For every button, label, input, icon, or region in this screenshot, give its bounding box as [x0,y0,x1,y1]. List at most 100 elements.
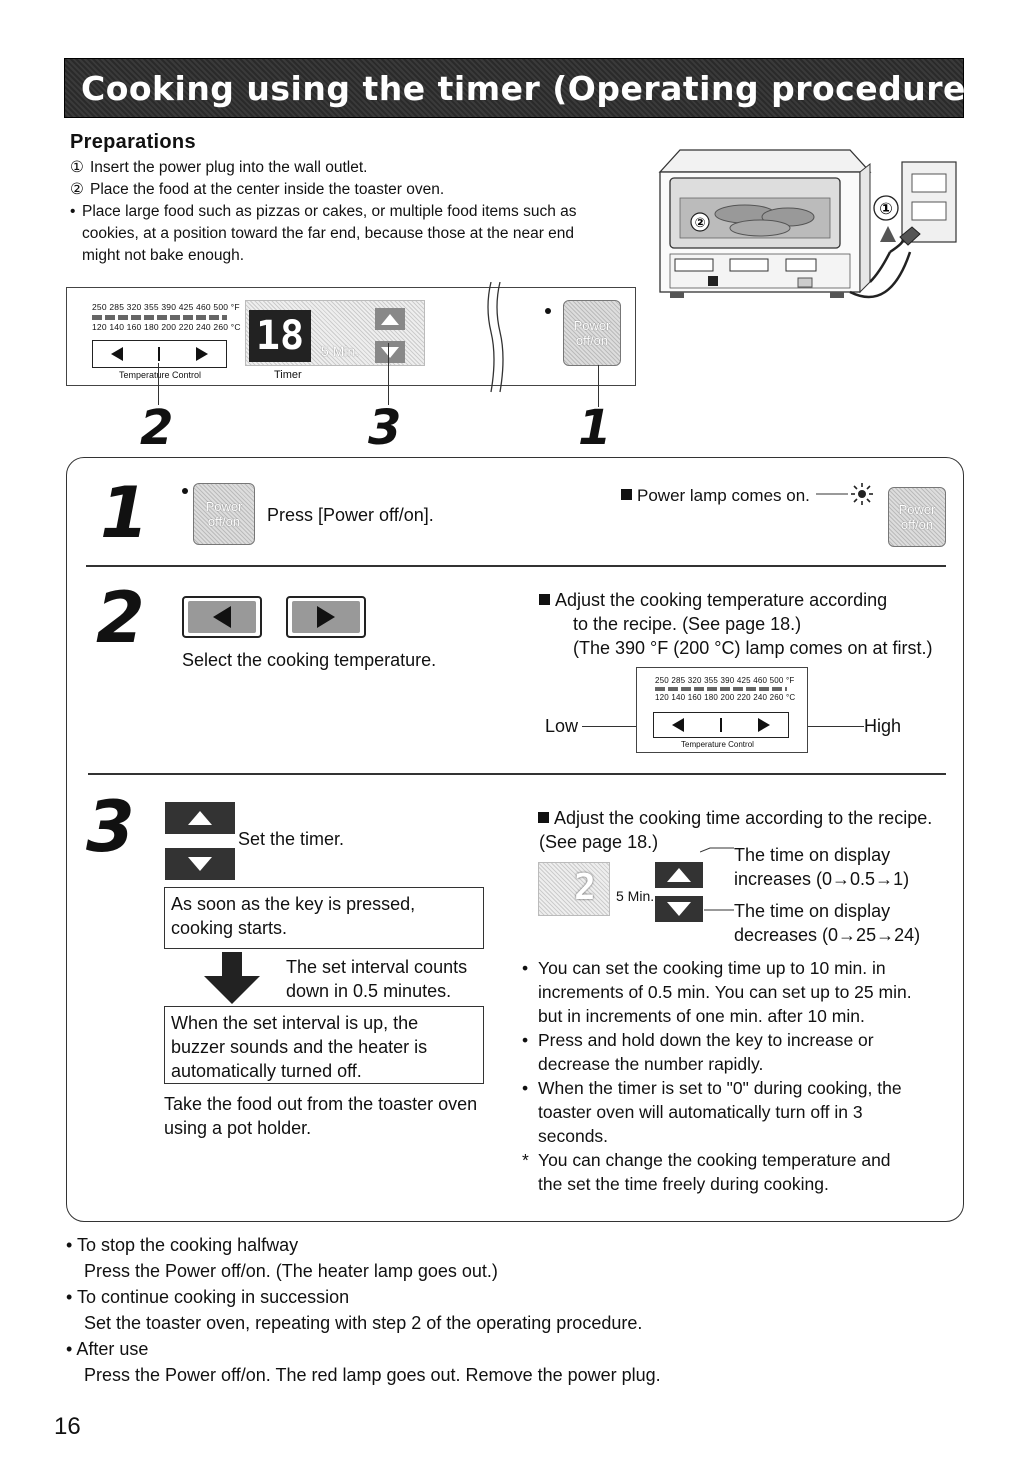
down-arrow-icon [204,952,260,1004]
takeout-text: Take the food out from the toaster oven [164,1094,478,1114]
countdown-text: down in 0.5 minutes. [286,981,452,1001]
callout-2: 2 [140,400,174,456]
timer-down-key[interactable] [165,848,235,880]
step-divider [86,565,946,567]
footer-heading: • To continue cooking in succession [66,1287,350,1307]
step2-instruction: Select the cooking temperature. [182,650,437,670]
increase-text: increases (0→0.5→1) [734,869,910,889]
step-2-number: 2 [96,577,145,659]
arrow-down-icon [667,902,691,916]
increase-key[interactable] [655,862,703,888]
power-indicator-dot [545,308,551,314]
callout-3: 3 [368,400,402,456]
temp-left-key[interactable] [182,596,262,638]
page-number: 16 [54,1413,81,1440]
toaster-oven-illustration: ② ① [658,149,957,299]
panel-break-icon [487,282,504,393]
temp-scale-celsius: 120 140 160 180 200 220 240 260 °C [92,322,241,332]
callout-leader [388,343,389,405]
step3-note-line: Adjust the cooking time according to the… [538,806,932,830]
oven-callout-1: ① [879,199,893,218]
callout-leader [158,363,159,405]
temp-lamp-row [92,315,227,320]
arrow-down-icon [188,857,212,871]
step-3-number: 3 [86,786,135,868]
timer-unit-label: 5 Min. [321,343,360,359]
takeout-text: using a pot holder. [164,1118,312,1138]
bullet-item: •Press and hold down the key to increase… [522,1030,874,1074]
step2-note-line: (The 390 °F (200 °C) lamp comes on at fi… [573,638,933,658]
callout-leader [598,365,599,407]
temp-up-icon [196,347,209,361]
arrow-up-icon [188,811,212,825]
timer-lcd-mini [538,862,610,916]
power-indicator-dot [182,488,188,494]
decrease-text: The time on display [734,901,891,921]
footer-body: Press the Power off/on. The red lamp goe… [84,1365,661,1385]
cooking-starts-box: As soon as the key is pressed,cooking st… [164,887,484,949]
temp-scale-fahrenheit: 250 285 320 355 390 425 460 500 °F [92,302,240,312]
prep-item: cookies, at a position toward the far en… [82,225,575,242]
page-title: Cooking using the timer (Operating proce… [81,68,982,108]
footer-heading: • After use [66,1339,149,1359]
low-label: Low [545,716,579,736]
bullet-item: *You can change the cooking temperature … [522,1150,891,1194]
temperature-control-label: Temperature Control [119,370,202,380]
arrow-right-icon [758,718,770,732]
arrow-right-icon [317,606,335,628]
footer-body: Press the Power off/on. (The heater lamp… [84,1261,498,1281]
arrow-left-icon [672,718,684,732]
step-divider [88,773,946,775]
step3-note-line: (See page 18.) [539,832,659,852]
step3-instruction: Set the timer. [238,829,345,849]
temp-right-key[interactable] [286,596,366,638]
arrow-up-icon [381,313,399,325]
temperature-control-keys[interactable] [92,340,227,368]
step2-note-line: Adjust the cooking temperature according [539,588,887,612]
high-label: High [864,716,902,736]
decrease-text: decreases (0→25→24) [734,925,921,945]
step3-bullets: •You can set the cooking time up to 10 m… [522,956,912,1196]
footer-notes: • To stop the cooking halfway Press the … [66,1232,966,1388]
preparations-heading: Preparations [70,131,196,153]
timer-lcd: 18 [249,310,311,362]
timer-lcd-value: 2 [574,867,596,908]
lamp-on-icon [816,483,873,505]
decrease-key[interactable] [655,896,703,922]
temp-down-icon [110,347,123,361]
steps-frame [66,457,964,1222]
footer-heading: • To stop the cooking halfway [66,1235,299,1255]
step2-note-line: to the recipe. (See page 18.) [573,614,802,634]
step1-note: Power lamp comes on. [621,484,810,508]
step1-instruction: Press [Power off/on]. [267,505,434,525]
timer-down-key[interactable] [375,341,405,363]
countdown-text: The set interval counts [286,957,468,977]
timer-lcd-unit: 5 Min. [616,888,655,904]
step-1-number: 1 [100,472,149,554]
control-panel-diagram: 250 285 320 355 390 425 460 500 °F 120 1… [66,282,636,393]
prep-item: •Place large food such as pizzas or cake… [70,203,577,220]
arrow-down-icon [381,346,399,358]
leader-lines [700,847,734,911]
increase-text: The time on display [734,845,891,865]
temp-control-mini-panel: 250 285 320 355 390 425 460 500 °F 120 1… [636,667,808,753]
bullet-item: •When the timer is set to "0" during coo… [522,1078,902,1146]
timer-label: Timer [274,369,302,381]
arrow-left-icon [213,606,231,628]
bullet-item: •You can set the cooking time up to 10 m… [522,958,912,1026]
oven-callout-2: ② [694,216,705,231]
arrow-up-icon [667,868,691,882]
timer-up-key[interactable] [375,308,405,330]
footer-body: Set the toaster oven, repeating with ste… [84,1313,643,1333]
prep-item: might not bake enough. [82,247,245,264]
timer-up-key[interactable] [165,802,235,834]
callout-1: 1 [578,400,612,456]
page-title-bar: Cooking using the timer (Operating proce… [64,58,981,118]
